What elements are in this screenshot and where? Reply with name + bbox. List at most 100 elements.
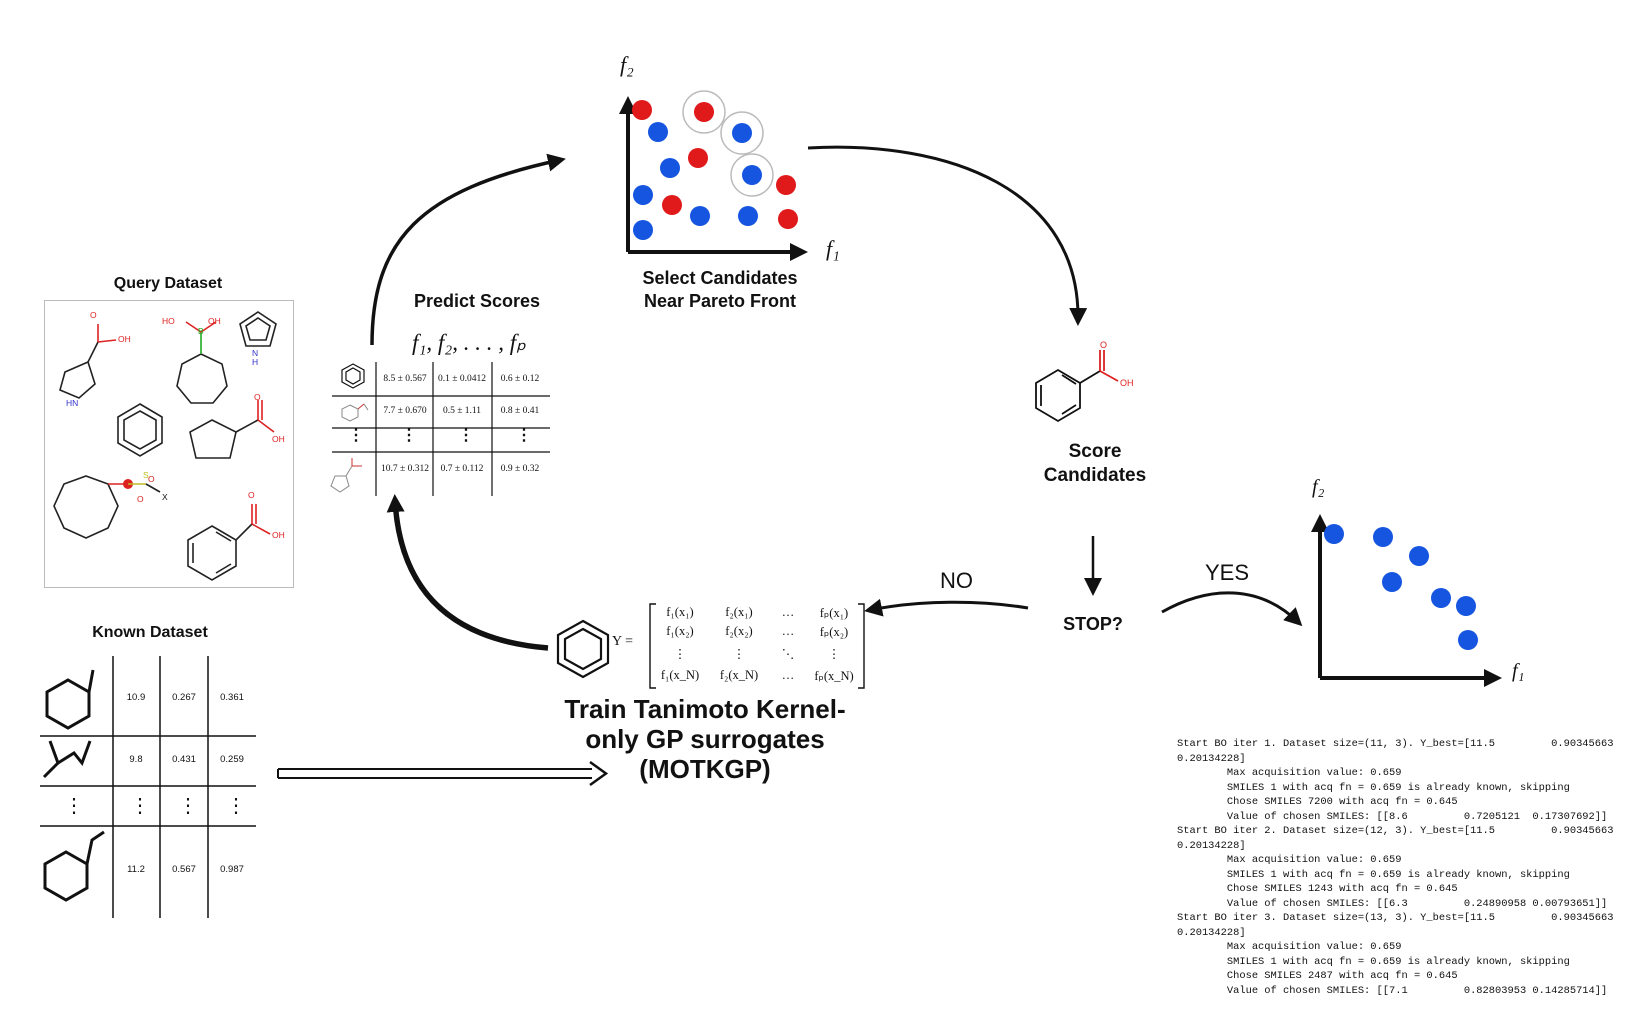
pareto-caption-line2: Near Pareto Front [643,291,797,311]
arrow-no [864,598,1029,617]
known-table-cell: 0.431 [172,754,196,765]
pareto-point-red [778,209,798,229]
final-pareto-point [1456,596,1476,616]
pareto-caption-line1: Select Candidates [642,268,798,288]
benzene-train-molecule [556,619,610,679]
known-table-cell: 11.2 [127,864,145,875]
score-caption-line1: Score [1068,441,1122,462]
pareto-point-blue [648,122,668,142]
matrix-cell: f₂(x₂) [725,624,753,638]
query-atom-label: N [252,348,259,358]
matrix-cell: f₁(x₁) [666,605,694,619]
known-table-cell: 0.567 [172,864,196,875]
pareto-selection-ring [720,111,764,155]
known-table-cell: 0.987 [220,864,244,875]
matrix-cell: fₚ(x₂) [819,625,849,639]
yes-label: YES [1205,560,1250,585]
log-line: Value of chosen SMILES: [[6.3 0.24890958… [1177,897,1608,910]
branched-alkane-molecule [42,740,92,779]
matrix-cell: … [781,605,795,619]
score-atom-o: O [1100,340,1108,350]
matrix-cell: fₚ(x₁) [819,606,849,620]
known-ellipsis: ⋮ [64,795,84,817]
score-caption-line2: Candidates [1043,465,1147,486]
train-caption-line1: Train Tanimoto Kernel- [564,694,846,724]
pareto-point-blue [633,220,653,240]
final-pareto-point [1458,630,1478,650]
predict-ellipsis: ⋮ [401,427,417,444]
log-line: Max acquisition value: 0.659 [1177,854,1402,866]
known-ellipsis: ⋮ [130,795,150,817]
log-line: 0.20134228] [1177,839,1246,852]
train-caption-line2: only GP surrogates [585,724,825,754]
pareto-selection-ring [730,153,774,197]
known-table-cell: 0.361 [220,692,244,703]
matrix-lhs: Y = [612,634,633,649]
predict-table-cell: 8.5 ± 0.567 [383,374,427,384]
matrix-cell: ⋮ [732,647,746,661]
predict-formula: f₁, f₂, . . . , fₚ [412,330,527,355]
log-line: SMILES 1 with acq fn = 0.659 is already … [1177,955,1570,968]
matrix-cell: ⋮ [827,647,841,661]
known-ellipsis: ⋮ [178,795,198,817]
arrow-to-pareto [370,153,566,346]
matrix-cell: f₂(x_N) [719,668,759,682]
matrix-cell: f₂(x₁) [725,605,753,619]
pareto-point-blue [690,206,710,226]
pareto-point-blue [732,123,752,143]
methylcyclohexane-molecule [45,669,95,730]
predict-ellipsis: ⋮ [516,427,532,444]
arrow-to-predict [386,494,549,651]
predict-table-cell: 0.7 ± 0.112 [440,464,484,474]
matrix-cell: fₚ(x_N) [814,669,854,683]
query-molecules [53,311,277,581]
query-dataset-box [44,300,294,588]
pyrrole-acid-small-molecule [330,458,362,493]
matrix-cell: ⋱ [781,647,795,661]
log-line: Chose SMILES 1243 with acq fn = 0.645 [1177,883,1458,895]
final-plot [1311,514,1502,687]
log-line: Max acquisition value: 0.659 [1177,767,1402,779]
stop-label: STOP? [1063,614,1123,634]
pareto-point-red [694,102,714,122]
pareto-point-blue [742,165,762,185]
score-atom-oh: OH [1120,378,1134,388]
pareto-selection-ring [682,90,726,134]
known-to-train-arrow [277,760,609,787]
matrix-cell: … [781,668,795,682]
log-line: 0.20134228] [1177,926,1246,939]
pareto-point-blue [660,158,680,178]
query-atom-label: O [148,474,155,484]
pareto-point-blue [738,206,758,226]
pareto-point-red [688,148,708,168]
bo-log-output: Start BO iter 1. Dataset size=(11, 3). Y… [1177,737,1617,1015]
no-label: NO [940,568,973,593]
known-table-lines [40,656,256,918]
query-atom-label: H [252,357,259,367]
predict-table-cell: 10.7 ± 0.312 [381,464,429,474]
pareto-point-red [632,100,652,120]
query-atom-label: O [90,310,97,320]
matrix-cell: ⋮ [673,647,687,661]
final-pareto-point [1324,524,1344,544]
final-pareto-point [1431,588,1451,608]
final-x-label: f₁ [1512,660,1525,682]
train-caption-line3: (MOTKGP) [639,754,771,784]
predict-ellipsis: ⋮ [348,427,364,444]
pareto-point-red [776,175,796,195]
known-table-cell: 0.267 [172,692,196,703]
pareto-x-label: f₁ [826,236,840,261]
log-line: SMILES 1 with acq fn = 0.659 is already … [1177,868,1570,881]
log-line: Chose SMILES 7200 with acq fn = 0.645 [1177,796,1458,808]
pareto-caption: Select Candidates Near Pareto Front [610,267,830,313]
query-atom-label: O [248,490,255,500]
query-atom-label: B [198,326,204,336]
arrow-yes [1161,591,1303,627]
predict-table-cell: 0.6 ± 0.12 [500,374,540,384]
log-line: 0.20134228] [1177,752,1246,765]
predict-table-cell: 0.9 ± 0.32 [500,464,540,474]
query-atom-label: S [143,470,149,480]
log-line: Start BO iter 3. Dataset size=(13, 3). Y… [1177,912,1614,924]
query-dataset-title: Query Dataset [113,275,223,292]
